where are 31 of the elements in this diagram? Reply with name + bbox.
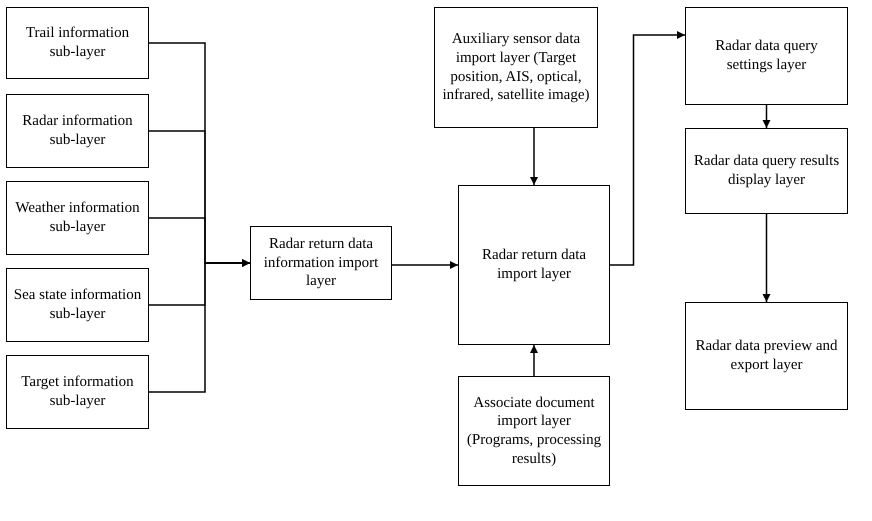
layer-box [458,185,610,345]
box-label: Associate document import layer (Programs, processing results) [466,394,602,468]
layer-box [250,226,392,300]
layer-box [458,376,610,486]
arrow [762,105,770,128]
box-label: Target information sub-layer [20,373,135,411]
layer-box [434,7,598,128]
arrow [530,345,538,376]
box-label: Auxiliary sensor data import layer (Target position, AIS, optical, infrared, satellite image) [441,30,590,105]
box-label: Weather information sub-layer [14,199,141,237]
box-label: Radar data query results display layer [692,152,840,190]
box-label: Radar return data import layer [480,246,588,284]
layer-box [6,181,149,255]
arrow [530,128,538,185]
box-label: Trail information sub-layer [24,24,130,62]
layer-box [6,94,149,168]
layer-box [685,128,848,214]
box-label: Sea state information sub-layer [13,286,142,324]
layer-box [685,7,848,105]
arrow [610,31,685,266]
arrow [392,261,458,269]
layer-box [6,7,149,79]
layer-box [6,355,149,429]
box-label: Radar return data information import layer [262,234,380,292]
box-label: Radar information sub-layer [21,112,134,150]
arrow [149,259,250,393]
layer-box [6,268,149,342]
arrow [762,214,770,302]
layer-box [685,302,848,410]
box-label: Radar data preview and export layer [694,337,839,375]
box-label: Radar data query settings layer [714,37,819,75]
